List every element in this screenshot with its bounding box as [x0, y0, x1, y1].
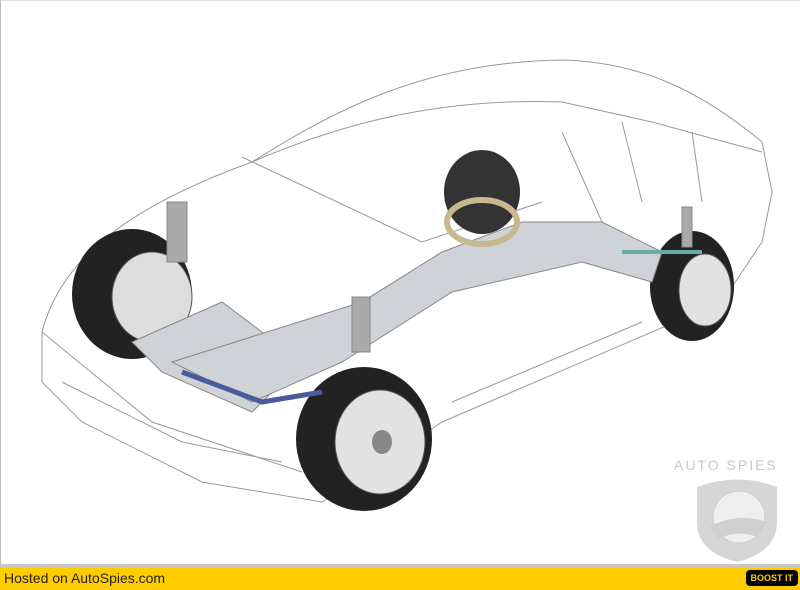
front-right-wheel: [296, 367, 432, 511]
hosted-on-link[interactable]: Hosted on AutoSpies.com: [4, 570, 166, 586]
image-frame: AUTO SPIES: [0, 0, 800, 565]
rear-left-wheel: [444, 150, 520, 234]
footer-divider: [0, 564, 800, 567]
footer-bar: Hosted on AutoSpies.com BOOST IT: [0, 567, 800, 590]
watermark-text: AUTO SPIES: [674, 457, 778, 473]
steering-wheel-icon: [444, 197, 520, 247]
rear-right-wheel: [650, 231, 734, 341]
boost-it-button[interactable]: BOOST IT: [745, 570, 798, 586]
front-left-wheel: [72, 229, 193, 359]
auto-spies-shield-logo: [697, 479, 777, 562]
car-chassis-illustration: [41, 59, 777, 562]
